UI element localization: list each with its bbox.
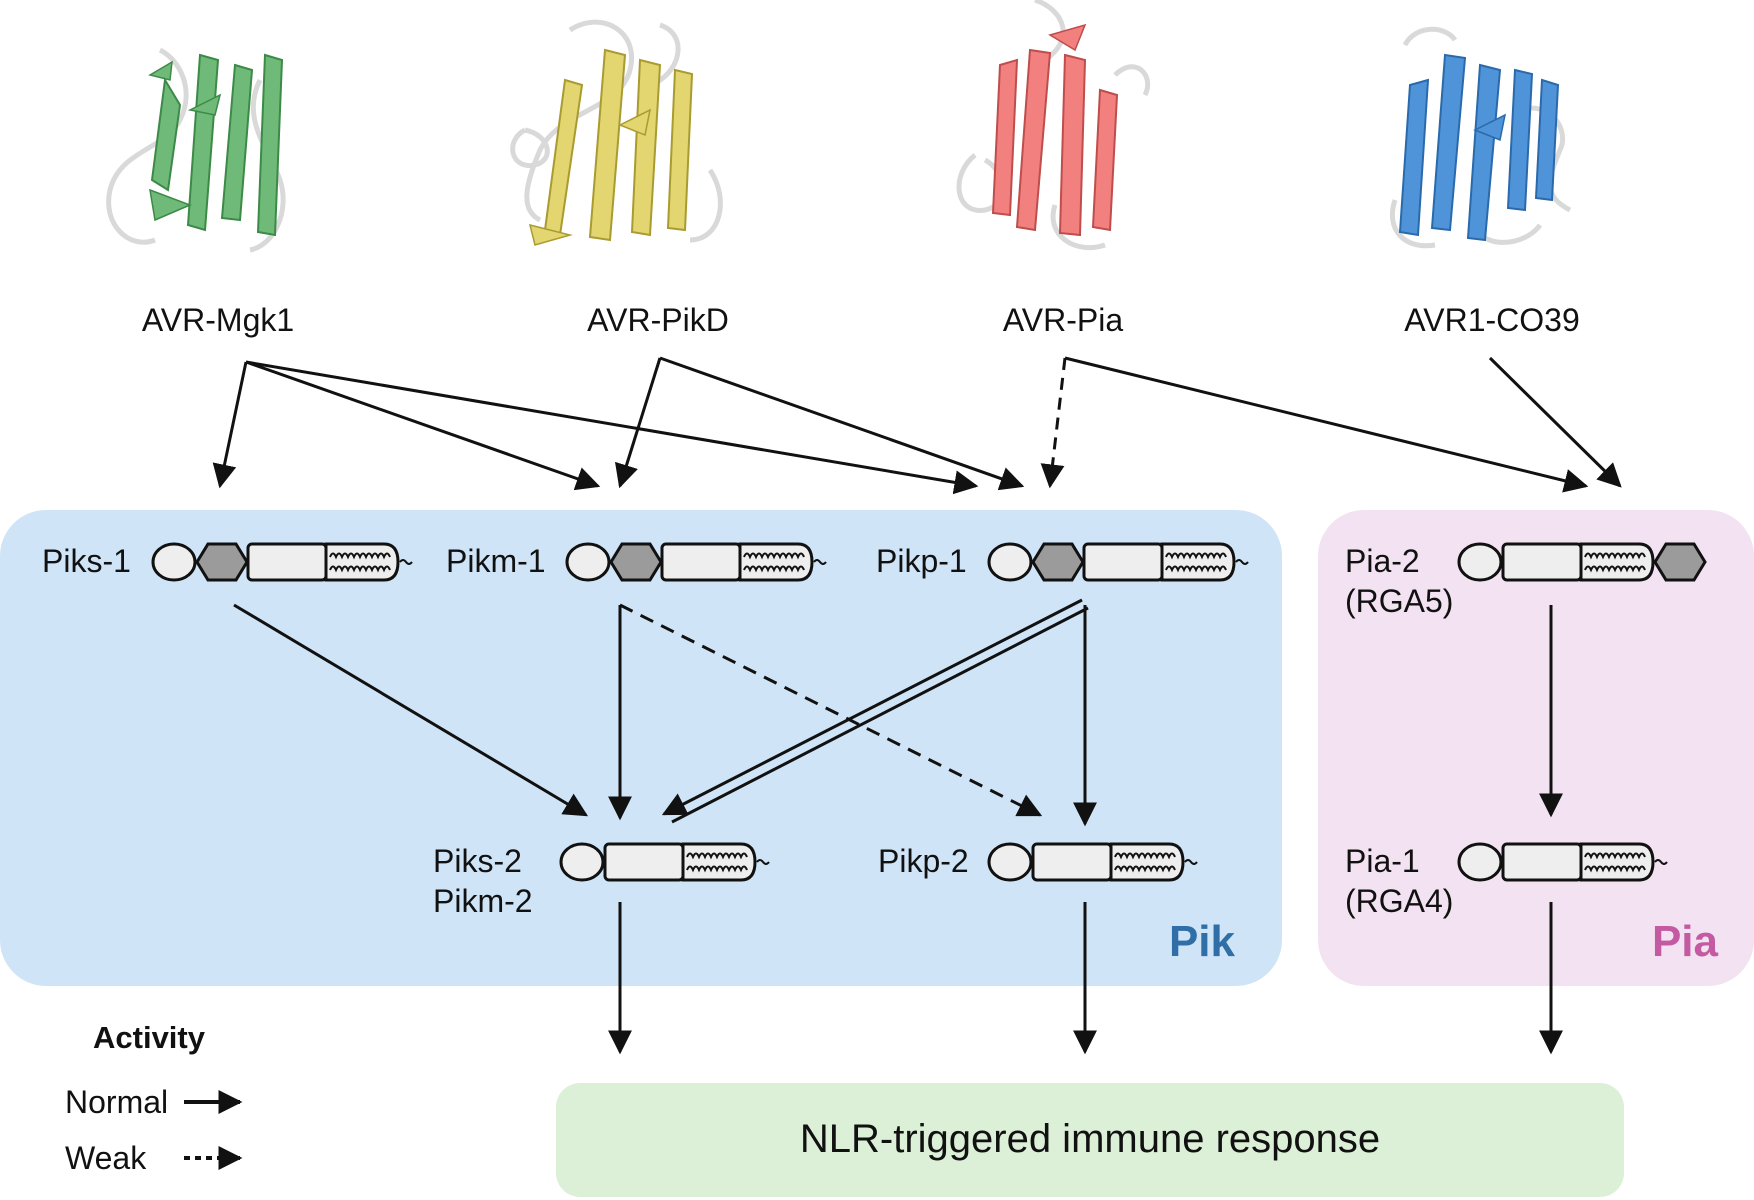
legend-title: Activity: [93, 1020, 206, 1055]
pik-group-panel: [0, 510, 1282, 986]
arrow-pia-pia2: [1064, 356, 1589, 493]
arrow-pikp1-piks2-double-a: [661, 598, 1083, 816]
effector-label-avr-pikd: AVR-PikD: [587, 302, 729, 338]
avr-mgk1-structure-icon: [106, 47, 286, 253]
effector-label-avr-pia: AVR-Pia: [1003, 302, 1124, 338]
receptor-label-piks2-line1: Piks-2: [433, 843, 522, 879]
pia2-domain-architecture: [1457, 542, 1707, 582]
pia1-domain-architecture: [1457, 842, 1669, 882]
arrow-mgk1-pikm1: [245, 360, 601, 491]
arrow-pikp1-piks2-double-b: [671, 606, 1089, 824]
avr-pikd-structure-icon: [510, 19, 723, 246]
legend-normal-label: Normal: [65, 1084, 168, 1120]
response-arrows: [608, 902, 1563, 1055]
receptor-label-pikm1: Pikm-1: [446, 543, 546, 579]
avr1-co39-structure-icon: [1389, 26, 1572, 249]
arrow-co39-pia2: [1488, 356, 1622, 488]
effector-label-avr-mgk1: AVR-Mgk1: [142, 302, 294, 338]
immune-response-label: NLR-triggered immune response: [800, 1117, 1380, 1161]
legend-weak-label: Weak: [65, 1140, 147, 1176]
receptor-label-pikp2: Pikp-2: [878, 843, 969, 879]
effector-label-avr1-co39: AVR1-CO39: [1404, 302, 1579, 338]
arrow-piks1-piks2: [233, 603, 589, 817]
pia-group-label: Pia: [1652, 917, 1719, 966]
receptor-label-pia2-line2: (RGA5): [1345, 583, 1453, 619]
receptor-label-pia1-line2: (RGA4): [1345, 883, 1453, 919]
arrow-pikm1-pikp2-weak: [619, 603, 1043, 817]
sensor-helper-arrows: [233, 598, 1563, 827]
arrow-mgk1-pikp1: [245, 360, 979, 495]
effector-arrows: [212, 356, 1622, 495]
pikp2-domain-architecture: [987, 842, 1199, 882]
receptor-label-pia2-line1: Pia-2: [1345, 543, 1420, 579]
immune-response-box: [556, 1083, 1624, 1197]
receptor-label-piks2-line2: Pikm-2: [433, 883, 533, 919]
arrow-pikd-pikm1: [614, 357, 662, 489]
arrow-mgk1-piks1: [212, 361, 248, 489]
avr-pia-structure-icon: [956, 0, 1151, 251]
piks2-domain-architecture: [559, 842, 771, 882]
arrow-pia-pikp1-weak: [1040, 357, 1067, 489]
receptor-label-pia1-line1: Pia-1: [1345, 843, 1420, 879]
pik-group-label: Pik: [1169, 917, 1236, 966]
receptor-label-pikp1: Pikp-1: [876, 543, 967, 579]
receptor-label-piks1: Piks-1: [42, 543, 131, 579]
arrow-pikd-pikp1: [659, 356, 1025, 491]
